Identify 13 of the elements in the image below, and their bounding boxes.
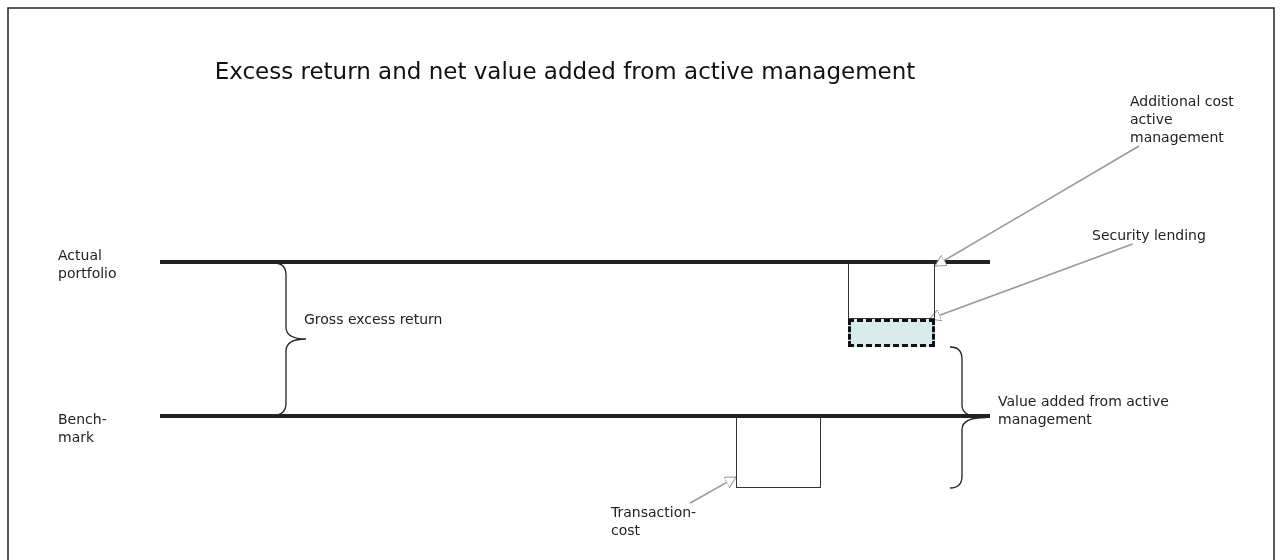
leader-arrow — [934, 145, 1140, 267]
callout-text: Additional cost active management — [1130, 92, 1240, 146]
label-text: Value added from active management — [998, 392, 1170, 428]
label-text: Bench- mark — [58, 410, 108, 446]
leader-arrow — [928, 243, 1134, 322]
label-text: Actual portfolio — [58, 246, 118, 282]
diagram-title: Excess return and net value added from active management — [213, 58, 917, 84]
security-lending-box — [848, 319, 935, 347]
callout-text: Transaction- cost — [611, 503, 706, 539]
leader-arrow — [689, 476, 737, 504]
cost-box — [736, 418, 821, 488]
label-text: Gross excess return — [304, 310, 444, 328]
callout-text: Security lending — [1092, 226, 1222, 244]
